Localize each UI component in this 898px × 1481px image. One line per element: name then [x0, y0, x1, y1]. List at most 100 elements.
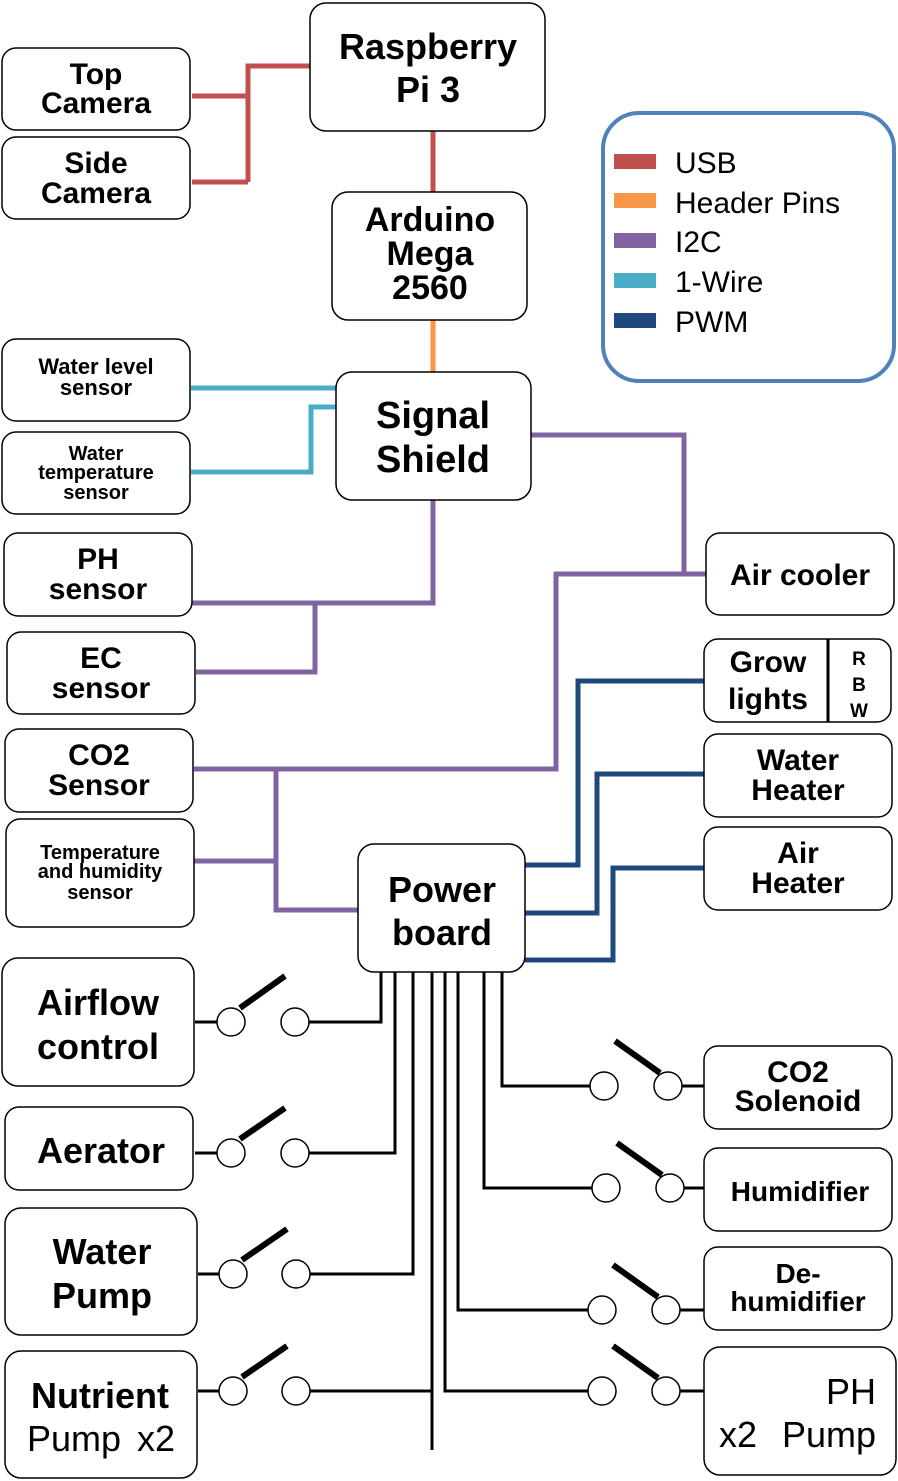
- svg-text:humidifier: humidifier: [730, 1286, 865, 1317]
- svg-text:Sensor: Sensor: [48, 769, 150, 802]
- svg-text:Water: Water: [53, 1231, 152, 1272]
- svg-text:Air cooler: Air cooler: [730, 559, 870, 592]
- svg-text:USB: USB: [675, 147, 737, 180]
- co2-sensor-box: CO2 Sensor: [4, 728, 194, 813]
- svg-text:EC: EC: [80, 642, 122, 675]
- svg-text:Pump: Pump: [52, 1275, 152, 1316]
- co2-solenoid-switch: [589, 1038, 683, 1101]
- legend-item-pwm: PWM: [614, 306, 748, 339]
- svg-text:Pi 3: Pi 3: [396, 69, 460, 110]
- aerator-switch: [216, 1105, 310, 1168]
- svg-text:Airflow: Airflow: [37, 982, 160, 1023]
- water-heater-box: Water Heater: [703, 733, 893, 818]
- humidifier-switch: [591, 1140, 685, 1203]
- svg-text:sensor: sensor: [60, 375, 133, 400]
- nutrient-pump-switch: [218, 1343, 311, 1406]
- svg-text:I2C: I2C: [675, 226, 722, 259]
- svg-text:PH: PH: [77, 543, 119, 576]
- svg-text:sensor: sensor: [49, 573, 148, 606]
- humidifier-box: Humidifier: [703, 1147, 893, 1232]
- svg-text:sensor: sensor: [52, 672, 151, 705]
- arduino-box: Arduino Mega 2560: [331, 191, 528, 321]
- svg-text:Raspberry: Raspberry: [339, 26, 517, 67]
- ec-sensor-box: EC sensor: [6, 631, 196, 715]
- svg-text:Pump: Pump: [27, 1418, 121, 1459]
- svg-text:R: R: [852, 649, 866, 670]
- svg-text:sensor: sensor: [67, 882, 133, 904]
- svg-text:2560: 2560: [392, 269, 468, 307]
- air-cooler-box: Air cooler: [705, 532, 895, 616]
- svg-text:CO2: CO2: [767, 1056, 829, 1089]
- air-heater-box: Air Heater: [703, 826, 893, 911]
- svg-text:Pump: Pump: [782, 1414, 876, 1455]
- dehumidifier-switch: [587, 1262, 681, 1325]
- water-pump-switch: [218, 1226, 311, 1289]
- svg-text:Signal: Signal: [376, 395, 490, 437]
- water-pump-box: Water Pump: [4, 1207, 198, 1336]
- raspberry-pi-box: Raspberry Pi 3: [309, 2, 546, 132]
- ph-pump-box: PH x2 Pump: [703, 1346, 897, 1476]
- svg-text:Camera: Camera: [41, 177, 151, 210]
- svg-text:Mega: Mega: [387, 235, 475, 273]
- svg-text:W: W: [850, 701, 868, 722]
- svg-text:x2: x2: [719, 1414, 757, 1455]
- svg-text:Air: Air: [777, 837, 819, 870]
- water-level-sensor-box: Water level sensor: [1, 338, 191, 422]
- svg-text:temperature: temperature: [38, 462, 154, 484]
- airflow-control-box: Airflow control: [1, 957, 195, 1087]
- svg-text:PWM: PWM: [675, 306, 748, 339]
- svg-text:Shield: Shield: [376, 439, 490, 481]
- temperature-humidity-sensor-box: Temperature and humidity sensor: [5, 818, 195, 928]
- airflow-switch: [216, 973, 310, 1037]
- svg-text:and humidity: and humidity: [38, 861, 163, 883]
- svg-text:Aerator: Aerator: [37, 1130, 165, 1171]
- svg-text:x2: x2: [137, 1418, 175, 1459]
- svg-text:B: B: [852, 675, 866, 696]
- svg-text:Side: Side: [64, 147, 127, 180]
- power-board-box: Power board: [357, 843, 526, 973]
- svg-text:Nutrient: Nutrient: [31, 1375, 169, 1416]
- svg-text:PH: PH: [826, 1371, 876, 1412]
- signal-shield-box: Signal Shield: [335, 371, 532, 501]
- svg-text:Power: Power: [388, 869, 496, 910]
- usb-connections: [192, 63, 436, 192]
- nutrient-pump-box: Nutrient Pump x2: [4, 1350, 198, 1479]
- svg-text:Humidifier: Humidifier: [731, 1176, 870, 1207]
- i2c-connections: [192, 432, 706, 913]
- svg-text:Water: Water: [757, 744, 840, 777]
- svg-text:Water: Water: [69, 443, 124, 465]
- legend-border: [601, 111, 896, 383]
- svg-text:sensor: sensor: [63, 482, 129, 504]
- legend: USB Header Pins I2C 1-Wire PWM: [601, 111, 896, 383]
- svg-text:Water level: Water level: [38, 354, 153, 379]
- svg-text:Heater: Heater: [751, 774, 845, 807]
- svg-text:board: board: [392, 912, 492, 953]
- svg-text:Solenoid: Solenoid: [735, 1085, 862, 1118]
- side-camera-box: Side Camera: [1, 136, 191, 220]
- svg-text:De-: De-: [775, 1258, 820, 1289]
- one-wire-connections: [191, 385, 336, 475]
- water-temperature-sensor-box: Water temperature sensor: [1, 431, 191, 515]
- aerator-box: Aerator: [4, 1106, 194, 1191]
- legend-item-i2c: I2C: [614, 226, 722, 259]
- svg-text:Header Pins: Header Pins: [675, 187, 840, 220]
- svg-text:control: control: [37, 1026, 159, 1067]
- top-camera-box: Top Camera: [1, 47, 191, 131]
- grow-lights-channels: R B W: [850, 649, 868, 722]
- svg-text:Temperature: Temperature: [40, 842, 160, 864]
- legend-item-usb: USB: [614, 147, 737, 180]
- switch-wiring: [195, 970, 704, 1450]
- svg-text:Grow: Grow: [730, 646, 807, 679]
- legend-item-header-pins: Header Pins: [614, 187, 840, 220]
- ph-sensor-box: PH sensor: [3, 532, 193, 617]
- svg-text:CO2: CO2: [68, 739, 130, 772]
- svg-text:Top: Top: [70, 58, 123, 91]
- svg-text:Arduino: Arduino: [365, 201, 495, 239]
- ph-pump-switch: [587, 1343, 681, 1406]
- dehumidifier-box: De- humidifier: [703, 1246, 893, 1331]
- svg-text:1-Wire: 1-Wire: [675, 266, 763, 299]
- svg-text:Camera: Camera: [41, 87, 151, 120]
- legend-item-1wire: 1-Wire: [614, 266, 763, 299]
- grow-lights-box: Grow lights R B W: [703, 638, 892, 723]
